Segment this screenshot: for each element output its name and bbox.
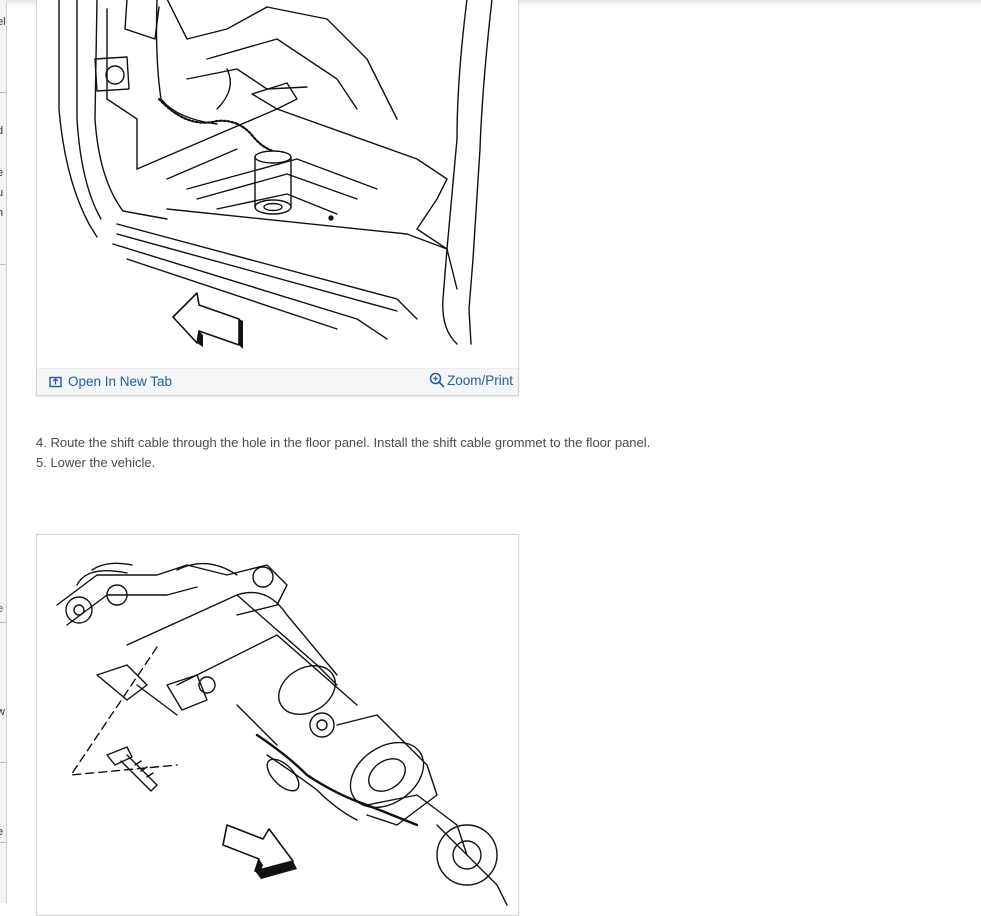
edge-text-fragment: e [0, 603, 3, 615]
figure-toolbar: Open In New Tab Zoom/Print [37, 368, 518, 395]
figure-floor-panel: Open In New Tab Zoom/Print [36, 0, 519, 396]
direction-arrow [222, 824, 297, 879]
edge-text-fragment: w [0, 706, 5, 718]
zoom-print-label: Zoom/Print [446, 372, 513, 388]
edge-text-fragment: h [0, 207, 3, 219]
zoom-print-link[interactable]: Zoom/Print [429, 372, 513, 388]
left-panel-edge: el d e u h e w e [0, 0, 7, 903]
edge-text-fragment: el [0, 16, 6, 28]
steering-column-illustration [56, 562, 508, 906]
open-new-tab-icon [49, 376, 62, 387]
open-new-tab-link[interactable]: Open In New Tab [49, 374, 172, 389]
step-5: 5. Lower the vehicle. [36, 455, 156, 470]
edge-text-fragment: e [0, 826, 3, 838]
open-new-tab-label: Open In New Tab [68, 374, 173, 389]
figure-steering-column [36, 534, 519, 916]
edge-text-fragment: e [0, 167, 3, 179]
direction-arrow [172, 292, 243, 349]
floor-panel-illustration [58, 0, 493, 349]
step-4: 4. Route the shift cable through the hol… [36, 435, 651, 450]
instruction-steps: 4. Route the shift cable through the hol… [36, 433, 656, 473]
edge-text-fragment: d [0, 125, 3, 137]
edge-text-fragment: u [0, 187, 3, 199]
zoom-icon [429, 372, 445, 388]
